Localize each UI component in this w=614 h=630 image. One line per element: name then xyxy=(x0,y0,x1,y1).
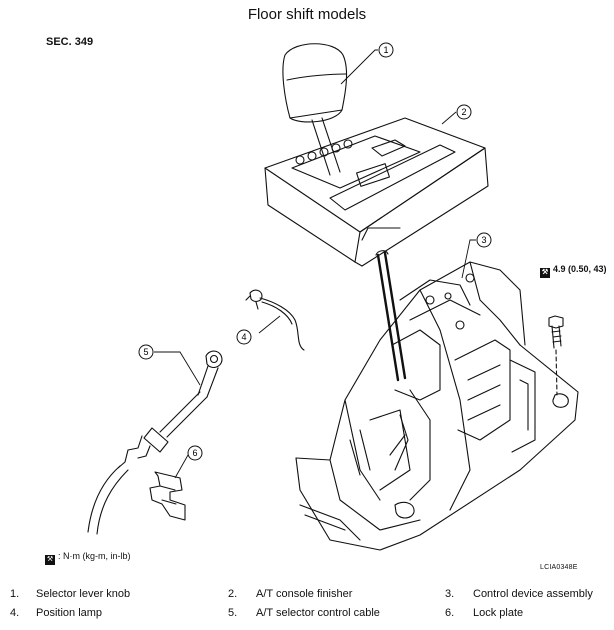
legend-item: A/T selector control cable xyxy=(256,607,380,619)
leader-lines xyxy=(154,49,476,479)
callout-3: 3 xyxy=(476,232,492,248)
legend-item: Control device assembly xyxy=(473,588,593,600)
legend-item: Position lamp xyxy=(36,607,103,619)
callout-4: 4 xyxy=(236,329,252,345)
section-number: SEC. 349 xyxy=(46,36,94,48)
svg-text:5: 5 xyxy=(143,347,148,357)
legend-row: 4. Position lamp 5. A/T selector control… xyxy=(10,607,524,619)
control-device-assembly-drawing xyxy=(295,250,579,551)
svg-text:4: 4 xyxy=(241,332,246,342)
mounting-bolt-drawing xyxy=(548,315,564,396)
svg-text:2: 2 xyxy=(461,107,466,117)
callout-5: 5 xyxy=(138,344,154,360)
console-finisher-drawing xyxy=(264,117,489,267)
torque-spec: ⚒4.9 (0.50, 43) xyxy=(540,264,607,278)
lock-plate-drawing xyxy=(149,471,186,521)
torque-wrench-icon: ⚒ xyxy=(540,268,550,278)
legend-item: Lock plate xyxy=(473,607,524,619)
legend-item: A/T console finisher xyxy=(256,588,353,600)
legend-item: Selector lever knob xyxy=(36,588,131,600)
exploded-diagram: 1 2 3 4 5 6 xyxy=(87,42,579,551)
svg-text:3: 3 xyxy=(481,235,486,245)
selector-lever-knob-drawing xyxy=(282,43,348,176)
selector-cable-drawing xyxy=(87,350,223,535)
svg-text:6: 6 xyxy=(192,448,197,458)
torque-wrench-icon: ⚒ xyxy=(45,555,55,565)
legend-row: 1. Selector lever knob 2. A/T console fi… xyxy=(10,588,593,600)
svg-text:1: 1 xyxy=(383,45,388,55)
figure-code: LCIA0348E xyxy=(540,564,578,571)
callout-1: 1 xyxy=(378,42,394,58)
diagram-title: Floor shift models xyxy=(247,6,367,23)
position-lamp-drawing xyxy=(245,289,305,351)
callout-6: 6 xyxy=(187,445,203,461)
unit-legend: ⚒: N·m (kg-m, in-lb) xyxy=(45,551,131,565)
callouts: 1 2 3 4 5 6 xyxy=(138,42,492,461)
callout-2: 2 xyxy=(456,104,472,120)
